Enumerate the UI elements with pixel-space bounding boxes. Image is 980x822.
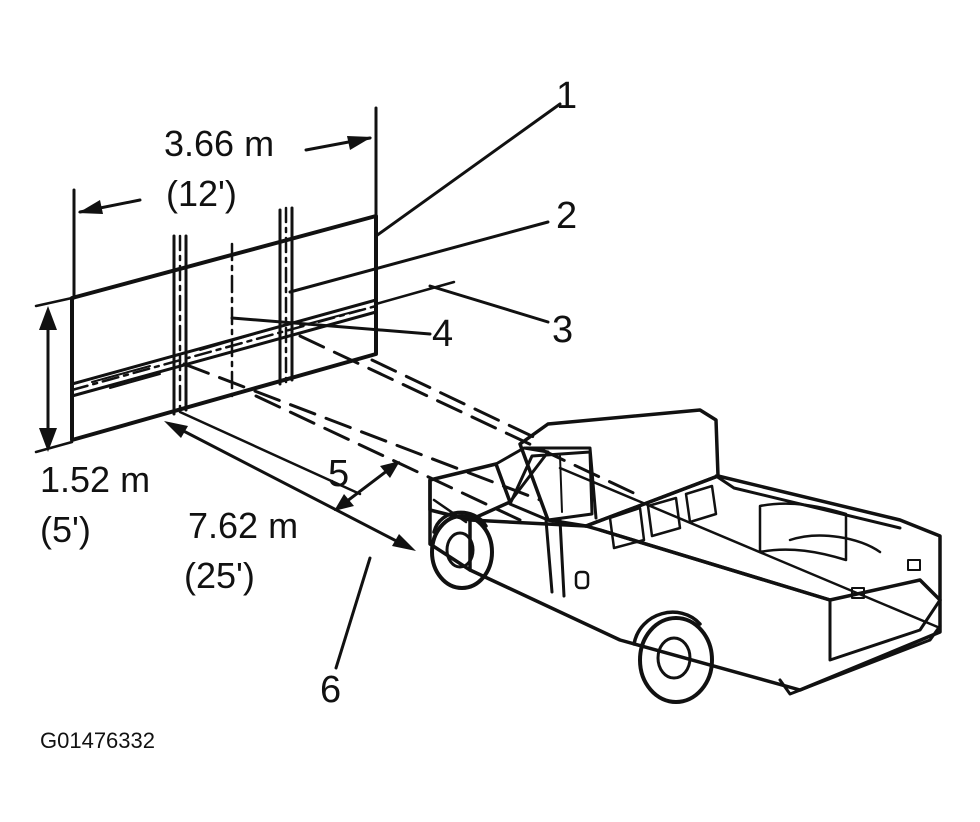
callout-4: 4	[432, 313, 453, 355]
pickup-truck	[428, 408, 942, 704]
height-metric-label: 1.52 m	[40, 459, 150, 500]
callout-3: 3	[552, 309, 573, 351]
figure-code: G01476332	[40, 728, 155, 753]
width-metric-label: 3.66 m	[164, 123, 274, 164]
width-imperial-label: (12')	[166, 173, 237, 214]
callout-6: 6	[320, 669, 341, 711]
distance-imperial-label: (25')	[184, 555, 255, 596]
distance-metric-label: 7.62 m	[188, 505, 298, 546]
dimension-arrows	[34, 136, 416, 551]
height-imperial-label: (5')	[40, 509, 91, 550]
floor-lines	[178, 334, 642, 522]
callout-5: 5	[328, 453, 349, 495]
aiming-screen	[70, 106, 456, 442]
callout-leaders	[230, 102, 562, 670]
callout-1: 1	[556, 75, 577, 117]
callout-2: 2	[556, 195, 577, 237]
